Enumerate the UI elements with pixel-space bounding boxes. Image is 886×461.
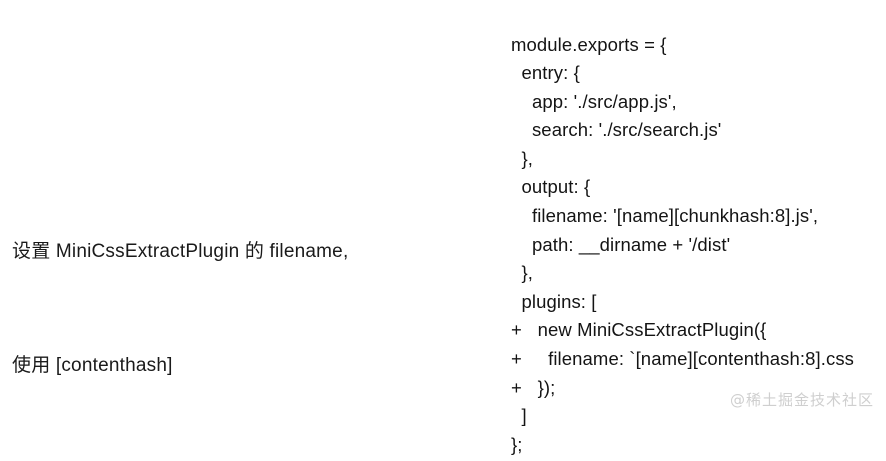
code-line-4: search: './src/search.js' xyxy=(511,119,722,141)
code-line-6: output: { xyxy=(511,176,591,198)
code-line-1: module.exports = { xyxy=(511,33,667,55)
code-line-15: }; xyxy=(511,433,523,455)
code-line-13-added: + }); xyxy=(511,376,556,398)
code-line-3: app: './src/app.js', xyxy=(511,90,677,112)
code-line-5: }, xyxy=(511,147,533,169)
code-line-2: entry: { xyxy=(511,62,580,84)
code-line-10: plugins: [ xyxy=(511,290,597,312)
watermark-juejin: @稀土掘金技术社区 xyxy=(729,391,874,409)
code-line-8: path: __dirname + '/dist' xyxy=(511,233,731,255)
code-block: module.exports = { entry: { app: './src/… xyxy=(511,31,886,460)
code-line-12-added: + filename: `[name][contenthash:8].css xyxy=(511,348,855,370)
code-line-7: filename: '[name][chunkhash:8].js', xyxy=(511,205,819,227)
caption-line-1: 设置 MiniCssExtractPlugin 的 filename, xyxy=(12,241,349,262)
slide-caption: 设置 MiniCssExtractPlugin 的 filename, 使用 [… xyxy=(12,157,442,461)
caption-line-2: 使用 [contenthash] xyxy=(12,355,173,376)
code-line-14: ] xyxy=(511,405,527,427)
code-line-9: }, xyxy=(511,262,533,284)
code-line-11-added: + new MiniCssExtractPlugin({ xyxy=(511,319,767,341)
slide-root: 设置 MiniCssExtractPlugin 的 filename, 使用 [… xyxy=(12,33,874,455)
